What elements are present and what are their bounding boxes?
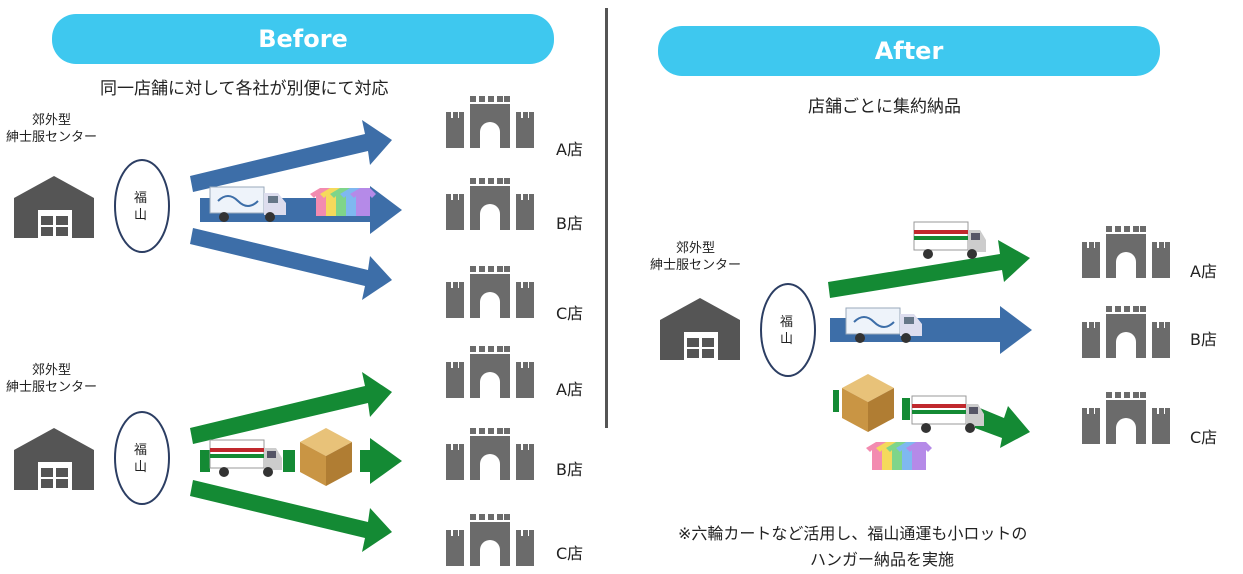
store-label: C店 — [556, 544, 584, 563]
arrow-blue — [190, 120, 392, 192]
arrow-green — [190, 372, 392, 444]
box-icon — [300, 428, 352, 486]
shirts-icon — [310, 188, 376, 216]
arrow-green-segment — [283, 450, 295, 472]
arrow-green-segment — [833, 390, 839, 412]
arrow-green-segment — [200, 450, 210, 472]
warehouse-icon — [14, 176, 94, 238]
after-center-label: 郊外型 紳士服センター — [650, 241, 742, 273]
store-label: B店 — [556, 214, 583, 233]
arrow-green — [190, 480, 392, 552]
store-label: C店 — [1190, 428, 1218, 447]
store-icon — [446, 428, 534, 480]
store-label: B店 — [556, 460, 583, 479]
arrow-green-segment — [902, 398, 910, 420]
hub-ellipse — [114, 411, 170, 505]
arrow-green — [360, 438, 402, 484]
warehouse-icon — [14, 428, 94, 490]
before-title: Before — [52, 14, 554, 64]
store-icon — [446, 514, 534, 566]
box-icon — [842, 374, 894, 432]
store-icon — [446, 96, 534, 148]
truck-icon — [913, 221, 987, 260]
arrow-blue — [190, 228, 392, 300]
store-label: C店 — [556, 304, 584, 323]
truck-icon — [911, 395, 985, 434]
store-icon — [446, 178, 534, 230]
before-subtitle: 同一店舗に対して各社が別便にて対応 — [100, 79, 389, 99]
after-subtitle: 店舗ごとに集約納品 — [808, 97, 961, 117]
warehouse-icon — [660, 298, 740, 360]
store-icon — [1082, 392, 1170, 444]
before-center-label-2: 郊外型 紳士服センター — [6, 363, 98, 395]
store-icon — [446, 346, 534, 398]
store-label: A店 — [556, 380, 583, 399]
after-note-line2: ハンガー納品を実施 — [810, 550, 955, 569]
hub-ellipse — [114, 159, 170, 253]
hub-label: 福 山 — [134, 443, 148, 475]
shirts-icon — [866, 442, 932, 470]
store-icon — [446, 266, 534, 318]
truck-icon — [209, 439, 283, 478]
store-icon — [1082, 306, 1170, 358]
after-note-line1: ※六輪カートなど活用し、福山通運も小ロットの — [678, 524, 1028, 543]
store-label: A店 — [1190, 262, 1217, 281]
section-divider — [605, 8, 608, 428]
arrow-green — [828, 240, 1030, 298]
store-icon — [1082, 226, 1170, 278]
arrow-green — [975, 406, 1030, 448]
store-label: A店 — [556, 140, 583, 159]
hub-label: 福 山 — [780, 315, 794, 347]
store-label: B店 — [1190, 330, 1217, 349]
after-title: After — [658, 26, 1160, 76]
hub-ellipse — [760, 283, 816, 377]
hub-label: 福 山 — [134, 191, 148, 223]
before-center-label-1: 郊外型 紳士服センター — [6, 113, 98, 145]
